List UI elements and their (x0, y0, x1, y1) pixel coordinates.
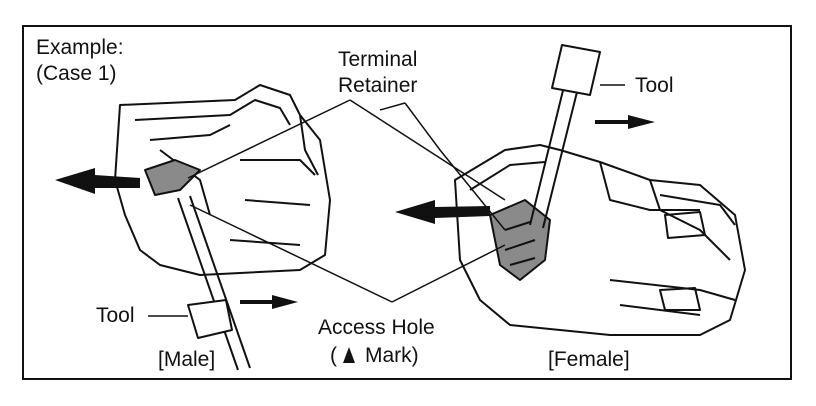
mark-open-paren: ( (330, 344, 337, 367)
terminal-label: Terminal (338, 48, 418, 71)
arrow-right-male (240, 295, 298, 309)
male-label: [Male] (158, 348, 216, 371)
direction-arrows (55, 115, 655, 309)
female-connector (454, 144, 746, 336)
tool-label-top: Tool (635, 74, 674, 97)
triangle-mark-icon (343, 347, 355, 363)
retainer-label: Retainer (338, 74, 418, 97)
tool-label-bottom: Tool (96, 304, 135, 327)
male-tool (177, 195, 251, 371)
male-connector (114, 84, 331, 276)
arrow-right-female (595, 115, 655, 129)
case-label: (Case 1) (36, 62, 117, 85)
female-tool (529, 44, 601, 229)
mark-caption: ( Mark) (330, 344, 419, 368)
arrow-left-female (395, 200, 490, 224)
example-label: Example: (36, 36, 124, 59)
diagram-frame (22, 25, 792, 380)
arrow-left-male (55, 168, 140, 194)
female-label: [Female] (548, 348, 630, 371)
leader-lines (148, 84, 625, 317)
mark-word: Mark) (365, 344, 419, 367)
access-hole-label: Access Hole (318, 316, 435, 339)
